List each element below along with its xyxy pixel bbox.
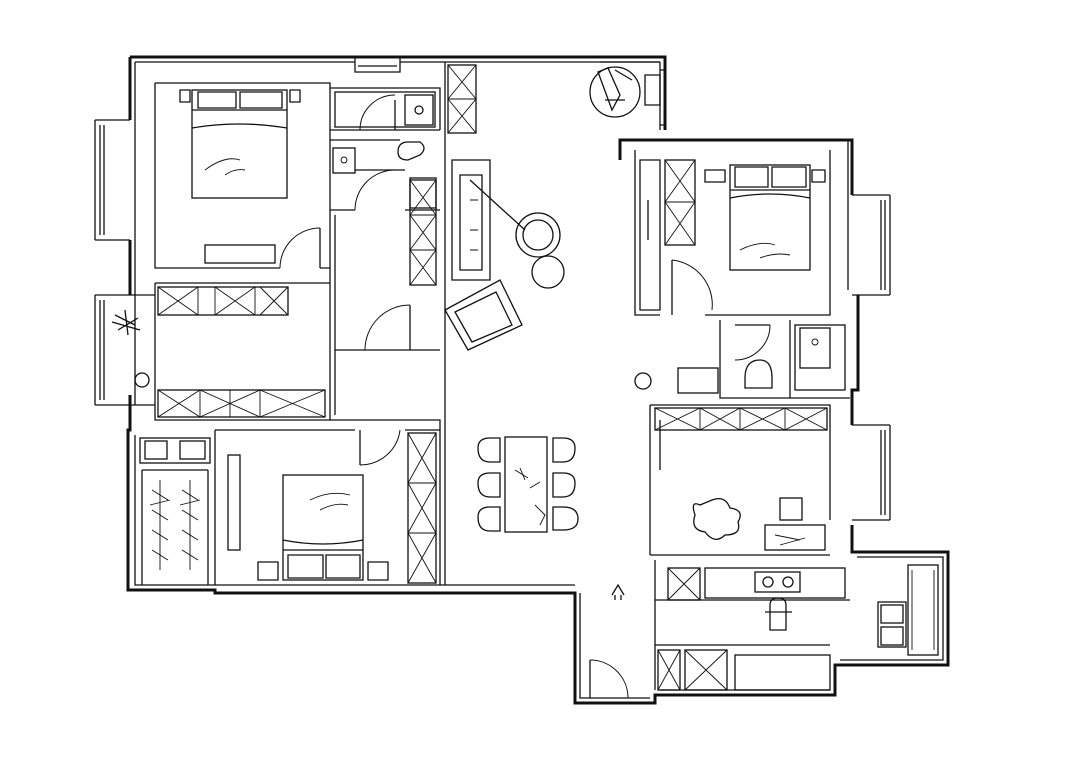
plant-icon [111,309,150,388]
bed-bedroom-3 [704,164,826,271]
window-top [354,57,401,73]
wardrobe-bedroom-3 [639,159,696,311]
cabinet-kitchen-left [667,567,701,601]
interior-walls [154,62,850,690]
study-furniture [692,497,826,551]
laundry-area [877,564,939,656]
dining-table [477,436,579,533]
window-left-top [94,119,130,241]
wardrobe-hall [447,64,477,134]
balcony-lounge-chair-icon [589,66,661,118]
door-bedroom-2 [359,429,401,466]
wardrobe-walkin-bottom [157,389,326,418]
balcony-railing [595,56,665,126]
door-bathroom-1 [354,169,405,211]
window-right-mid [852,424,891,521]
window-right-top [852,194,891,296]
window-left-mid [94,294,155,406]
bathroom-2-fixtures [634,324,846,394]
door-bath-top [359,94,396,131]
wardrobe-study [654,407,828,431]
bed-master [179,89,301,264]
bathroom-1-fixtures [332,91,437,209]
kitchen-counter [704,567,846,691]
wardrobe-walkin-top [157,286,289,316]
door-entrance [589,659,629,699]
door-master-bedroom [279,227,321,269]
door-closet [364,304,411,351]
door-bedroom-3 [671,259,713,315]
entrance-arrow-icon [611,583,625,600]
sofa [444,159,523,351]
exterior-walls [126,55,950,705]
wardrobe-closet-side [409,179,437,286]
door-bathroom-2 [734,324,771,361]
coffee-table [469,179,565,289]
walk-in-closet [139,437,211,585]
cabinet-entrance [657,649,728,691]
wardrobe-bedroom-2 [407,432,437,584]
bed-bedroom-2 [227,454,389,581]
